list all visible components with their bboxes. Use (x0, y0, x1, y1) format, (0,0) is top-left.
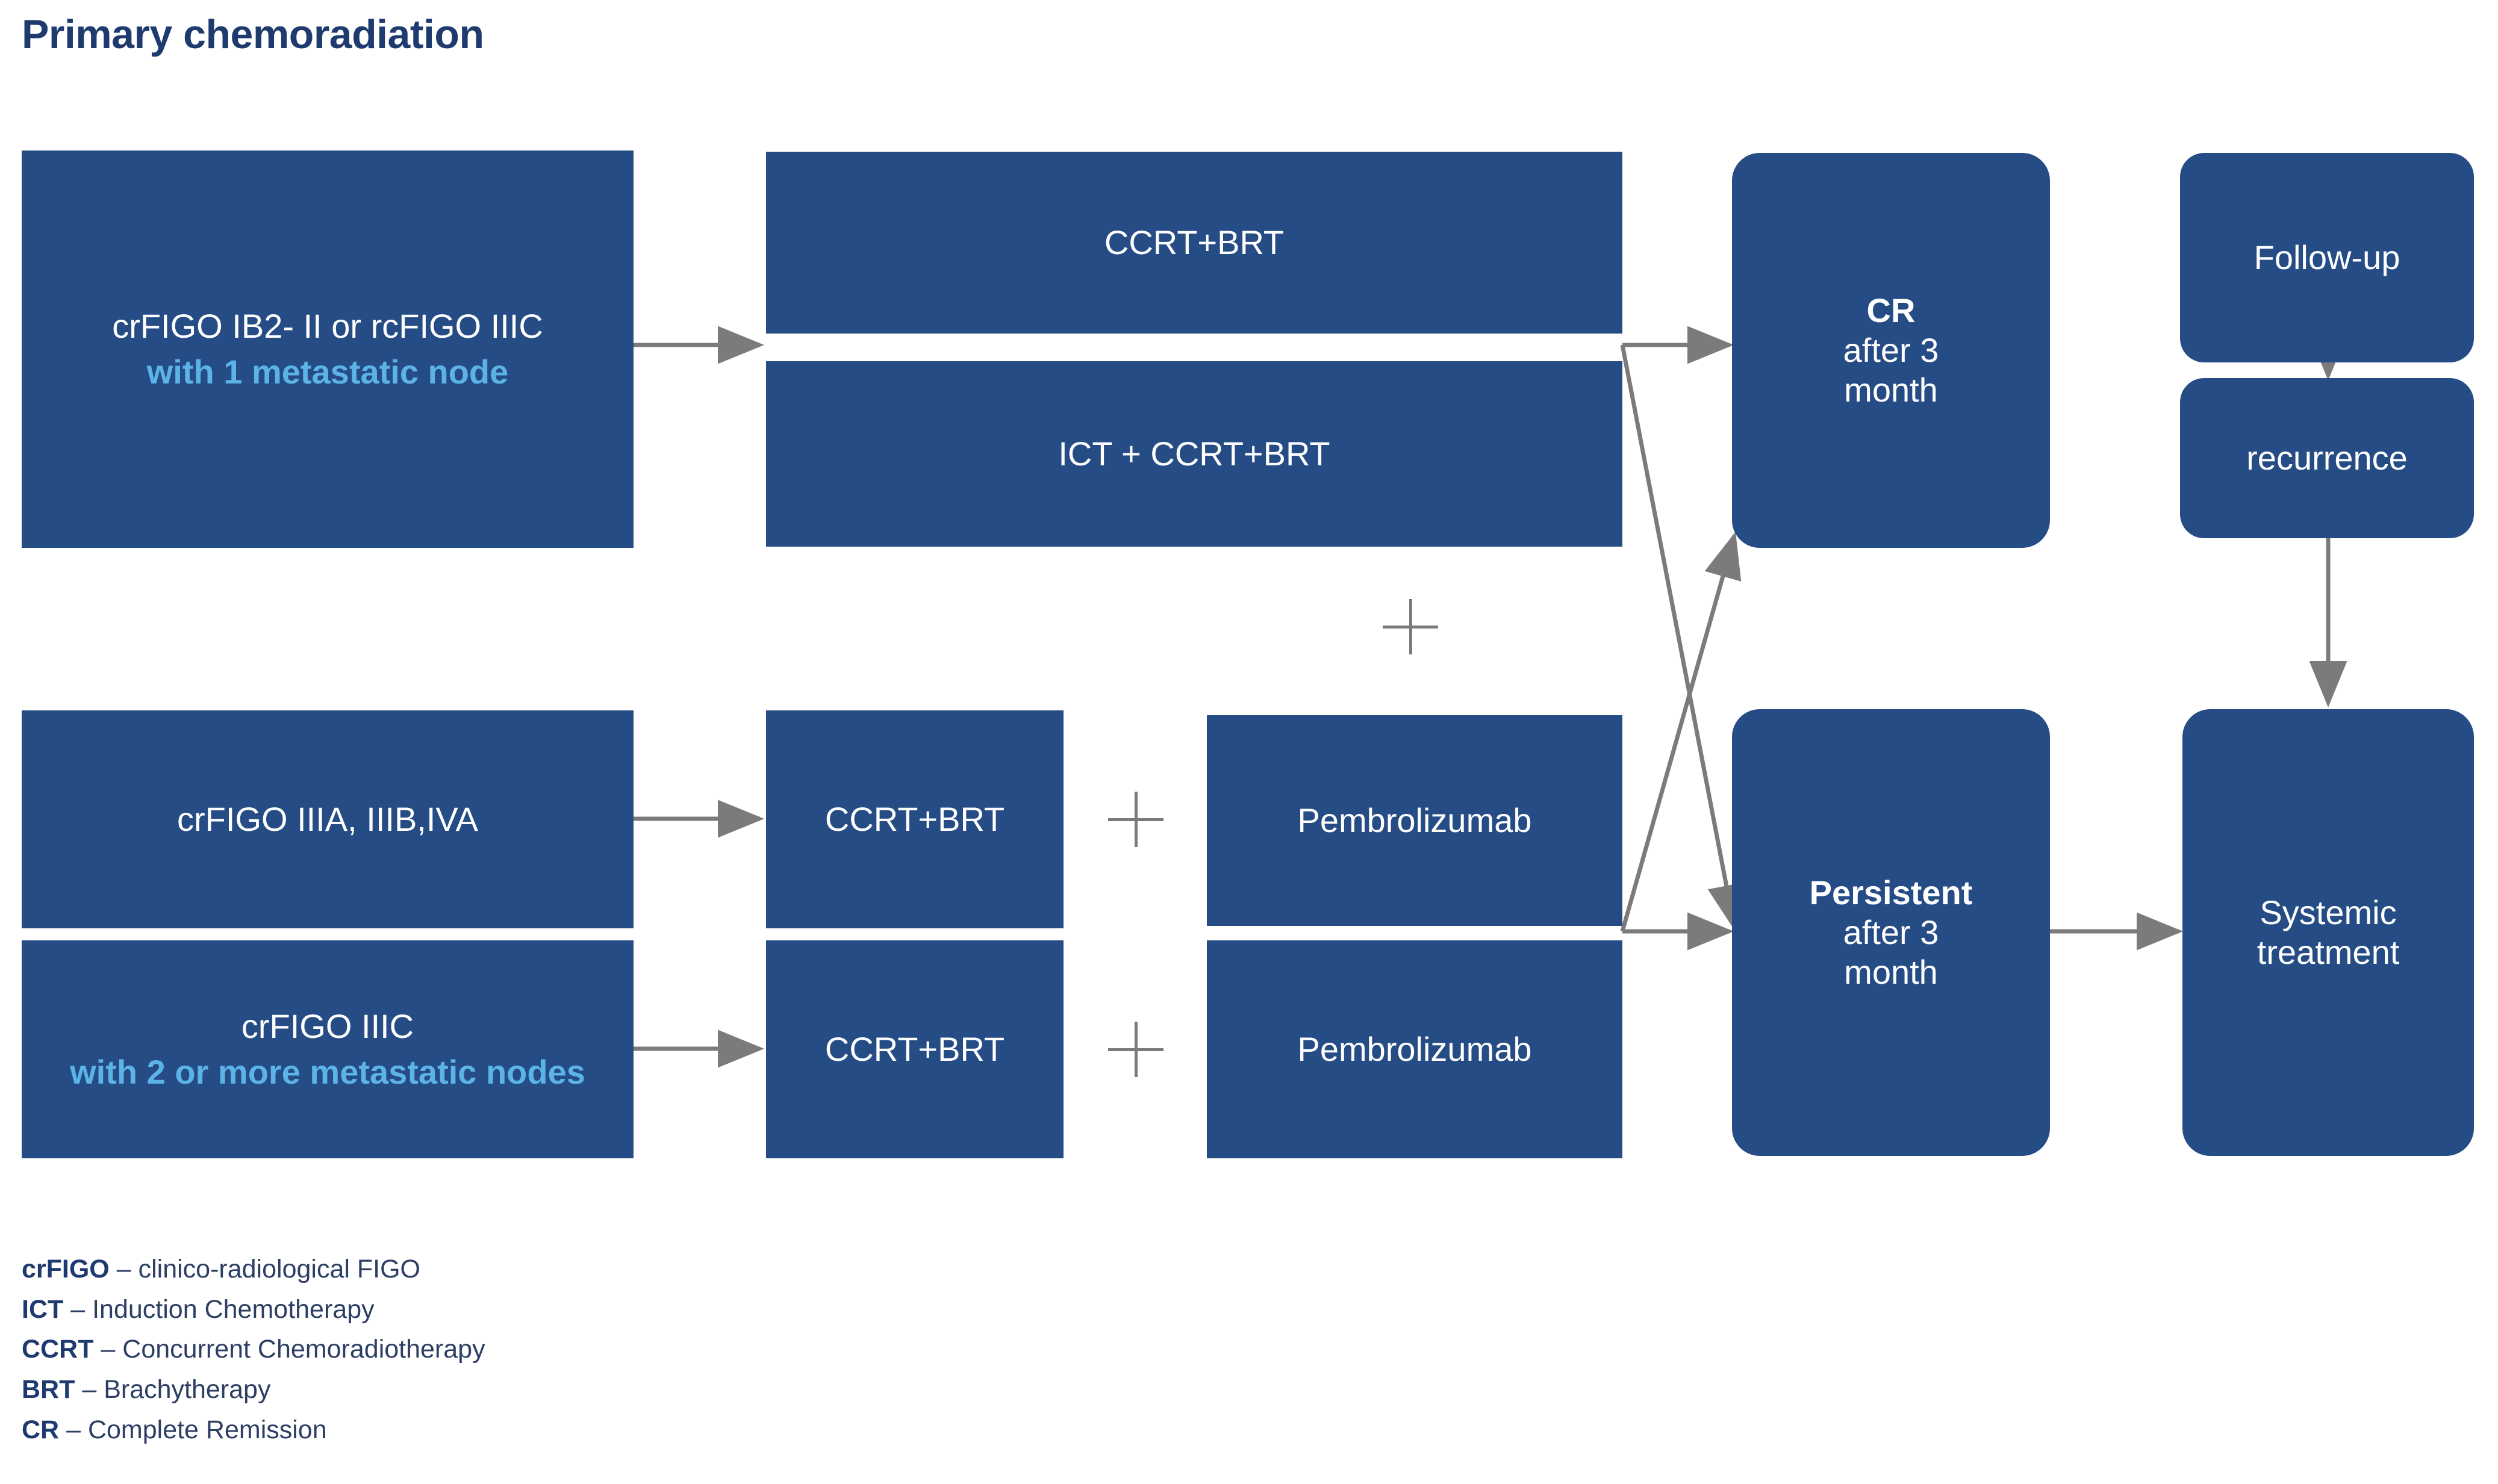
treatment-3-label: CCRT+BRT (824, 1029, 1005, 1068)
adjuvant-3-label: Pembrolizumab (1297, 1029, 1532, 1068)
outcome-cr-title: CR (1866, 291, 1916, 329)
node-outcome-cr[interactable]: CR after 3 month (1732, 153, 2050, 548)
indication-1-line1: crFIGO IB2- II or rcFIGO IIIC (112, 306, 543, 345)
node-treatment-1a[interactable]: CCRT+BRT (766, 152, 1622, 334)
legend: crFIGO – clinico-radiological FIGO ICT –… (22, 1249, 485, 1450)
node-treatment-3[interactable]: CCRT+BRT (766, 940, 1064, 1158)
legend-abbr: CR (22, 1415, 60, 1444)
node-systemic-treatment[interactable]: Systemic treatment (2182, 709, 2474, 1156)
followup-label: Follow-up (2253, 238, 2400, 276)
legend-dash: – (66, 1415, 81, 1444)
treatment-1b-label: ICT + CCRT+BRT (1058, 434, 1330, 473)
legend-abbr: BRT (22, 1374, 75, 1404)
plus-operator-bottom (1108, 1022, 1163, 1077)
indication-3-line2: with 2 or more metastatic nodes (70, 1053, 585, 1091)
arrow-treatment1-to-persistent (1620, 344, 1745, 931)
legend-item: BRT – Brachytherapy (22, 1370, 485, 1410)
legend-dash: – (116, 1255, 131, 1284)
systemic-line1: Systemic (2260, 893, 2397, 931)
arrow-adjuvant-to-cr (1620, 532, 1742, 932)
outcome-persistent-line2: after 3 (1843, 913, 1939, 951)
node-outcome-persistent[interactable]: Persistent after 3 month (1732, 709, 2050, 1156)
legend-desc: Complete Remission (87, 1415, 327, 1444)
plus-operator-mid (1108, 792, 1163, 847)
outcome-cr-line3: month (1844, 371, 1938, 409)
legend-desc: Brachytherapy (104, 1374, 271, 1404)
systemic-line2: treatment (2257, 933, 2400, 971)
legend-dash: – (101, 1335, 116, 1364)
page-title: Primary chemoradiation (22, 11, 484, 57)
adjuvant-2-label: Pembrolizumab (1297, 801, 1532, 839)
node-adjuvant-2[interactable]: Pembrolizumab (1207, 715, 1622, 926)
legend-dash: – (70, 1294, 86, 1324)
outcome-persistent-title: Persistent (1809, 873, 1973, 911)
legend-abbr: CCRT (22, 1335, 94, 1364)
node-recurrence[interactable]: recurrence (2180, 378, 2474, 538)
legend-abbr: crFIGO (22, 1255, 110, 1284)
node-indication-2[interactable]: crFIGO IIIA, IIIB,IVA (22, 710, 634, 928)
outcome-persistent-line3: month (1844, 953, 1938, 992)
node-adjuvant-3[interactable]: Pembrolizumab (1207, 940, 1622, 1158)
indication-2-line1: crFIGO IIIA, IIIB,IVA (177, 799, 478, 838)
legend-item: ICT – Induction Chemotherapy (22, 1290, 485, 1330)
node-treatment-1b[interactable]: ICT + CCRT+BRT (766, 361, 1622, 547)
treatment-1a-label: CCRT+BRT (1104, 223, 1285, 261)
indication-3-line1: crFIGO IIIC (241, 1007, 414, 1045)
indication-1-line2: with 1 metastatic node (146, 353, 509, 391)
outcome-cr-line2: after 3 (1843, 331, 1939, 369)
legend-desc: Concurrent Chemoradiotherapy (122, 1335, 485, 1364)
legend-item: crFIGO – clinico-radiological FIGO (22, 1249, 485, 1290)
legend-item: CR – Complete Remission (22, 1410, 485, 1450)
legend-desc: clinico-radiological FIGO (138, 1255, 420, 1284)
legend-abbr: ICT (22, 1294, 64, 1324)
legend-dash: – (82, 1374, 97, 1404)
plus-operator-top (1383, 599, 1438, 654)
legend-desc: Induction Chemotherapy (92, 1294, 375, 1324)
recurrence-label: recurrence (2246, 438, 2408, 477)
legend-item: CCRT – Concurrent Chemoradiotherapy (22, 1329, 485, 1370)
node-treatment-2[interactable]: CCRT+BRT (766, 710, 1064, 928)
treatment-2-label: CCRT+BRT (824, 799, 1005, 838)
node-indication-1[interactable]: crFIGO IB2- II or rcFIGO IIIC with 1 met… (22, 151, 634, 548)
node-indication-3[interactable]: crFIGO IIIC with 2 or more metastatic no… (22, 940, 634, 1158)
node-followup[interactable]: Follow-up (2180, 153, 2474, 362)
